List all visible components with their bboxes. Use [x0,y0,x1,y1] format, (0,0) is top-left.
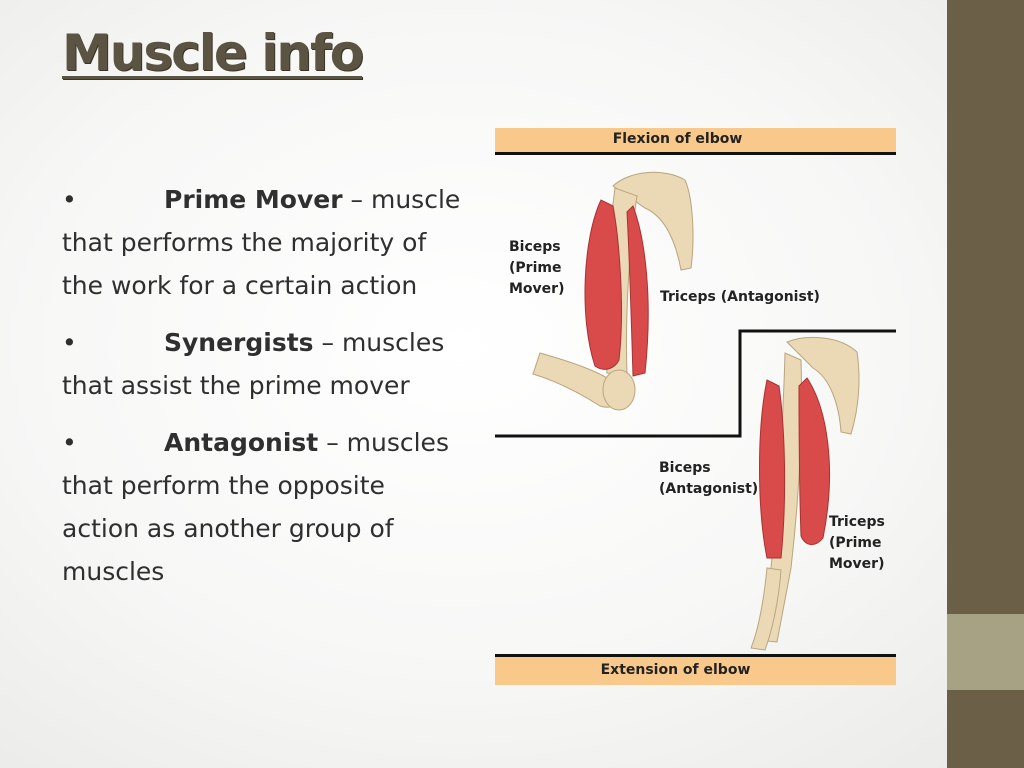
flexion-band: Flexion of elbow [495,128,896,155]
bullet-dot: • [62,428,77,457]
bullet-term: Synergists [164,328,314,357]
flexion-triceps-label: Triceps (Antagonist) [660,289,820,305]
elbow-muscle-figure: Flexion of elbow Biceps (Prime Mover) Tr… [495,128,896,685]
bullet-list: • Prime Mover – muscle that performs the … [62,178,462,607]
extension-biceps-label: Biceps (Antagonist) [659,460,759,497]
flexed-arm [532,171,694,411]
slide-title: Muscle info [62,24,364,82]
arm-illustration [495,171,896,651]
bullet-prime-mover: • Prime Mover – muscle that performs the … [62,178,462,307]
bullet-text: – muscles that assist the prime mover [62,328,445,400]
extension-band-label: Extension of elbow [600,662,751,678]
extension-triceps-label: Triceps (Prime Mover) [829,514,885,572]
bullet-term: Prime Mover [164,185,343,214]
side-decor-accent [947,614,1024,690]
flexion-band-label: Flexion of elbow [612,131,743,147]
bullet-antagonist: • Antagonist – muscles that perform the o… [62,421,462,593]
flexion-biceps-label: Biceps (Prime Mover) [509,239,565,297]
bullet-term: Antagonist [164,428,319,457]
divider-line [495,329,896,438]
extension-band: Extension of elbow [495,654,896,685]
bullet-synergists: • Synergists – muscles that assist the pr… [62,321,462,407]
bullet-text: – muscles that perform the opposite acti… [62,428,449,586]
bullet-dot: • [62,185,77,214]
bullet-text: – muscle that performs the majority of t… [62,185,461,300]
extended-arm [750,336,860,651]
bullet-dot: • [62,328,77,357]
